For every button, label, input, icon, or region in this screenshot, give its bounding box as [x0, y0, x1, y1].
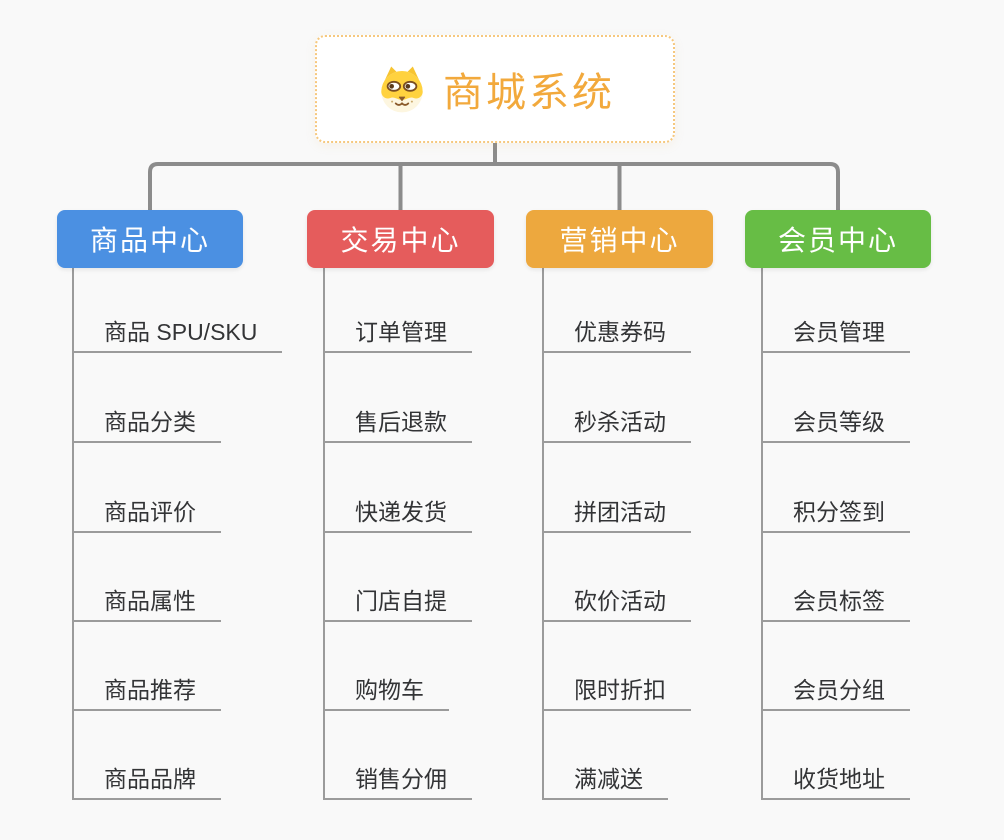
- child-topic-product-brand[interactable]: 商品品牌: [72, 758, 221, 800]
- child-topic-shopping-cart[interactable]: 购物车: [323, 669, 449, 711]
- child-topic-full-reduction[interactable]: 满减送: [542, 758, 668, 800]
- branch-node-trade-center[interactable]: 交易中心: [307, 210, 494, 268]
- branch-node-member-center[interactable]: 会员中心: [745, 210, 931, 268]
- child-topic-product-attribute[interactable]: 商品属性: [72, 580, 221, 622]
- child-topic-flash-sale[interactable]: 秒杀活动: [542, 401, 691, 443]
- dog-face-icon: [381, 66, 423, 113]
- child-topic-express-delivery[interactable]: 快递发货: [323, 491, 472, 533]
- child-topic-bargain-activity[interactable]: 砍价活动: [542, 580, 691, 622]
- child-topic-product-review[interactable]: 商品评价: [72, 491, 221, 533]
- root-title: 商城系统: [443, 71, 615, 115]
- child-topic-product-category[interactable]: 商品分类: [72, 401, 221, 443]
- child-topic-store-pickup[interactable]: 门店自提: [323, 580, 472, 622]
- child-topic-product-spu-sku[interactable]: 商品 SPU/SKU: [72, 311, 283, 353]
- branch-node-product-center[interactable]: 商品中心: [57, 210, 243, 268]
- child-topic-member-level[interactable]: 会员等级: [761, 401, 910, 443]
- branch-label: 商品中心: [89, 225, 210, 256]
- branch-label: 营销中心: [559, 225, 680, 256]
- child-topic-sales-commission[interactable]: 销售分佣: [323, 758, 472, 800]
- branch-label: 会员中心: [777, 225, 898, 256]
- branch-node-marketing-center[interactable]: 营销中心: [526, 210, 713, 268]
- child-topic-points-checkin[interactable]: 积分签到: [761, 491, 910, 533]
- child-topic-time-limited-discount[interactable]: 限时折扣: [542, 669, 691, 711]
- child-topic-member-management[interactable]: 会员管理: [761, 311, 910, 353]
- child-topic-product-recommend[interactable]: 商品推荐: [72, 669, 221, 711]
- branch-label: 交易中心: [340, 225, 461, 256]
- branch-bus-line: [148, 162, 840, 210]
- child-topic-member-group[interactable]: 会员分组: [761, 669, 910, 711]
- child-topic-order-management[interactable]: 订单管理: [323, 311, 472, 353]
- child-topic-member-tag[interactable]: 会员标签: [761, 580, 910, 622]
- child-topic-aftersale-refund[interactable]: 售后退款: [323, 401, 472, 443]
- child-topic-group-buy[interactable]: 拼团活动: [542, 491, 691, 533]
- child-topic-shipping-address[interactable]: 收货地址: [761, 758, 910, 800]
- root-node[interactable]: 商城系统: [315, 35, 675, 143]
- child-topic-coupon-code[interactable]: 优惠券码: [542, 311, 691, 353]
